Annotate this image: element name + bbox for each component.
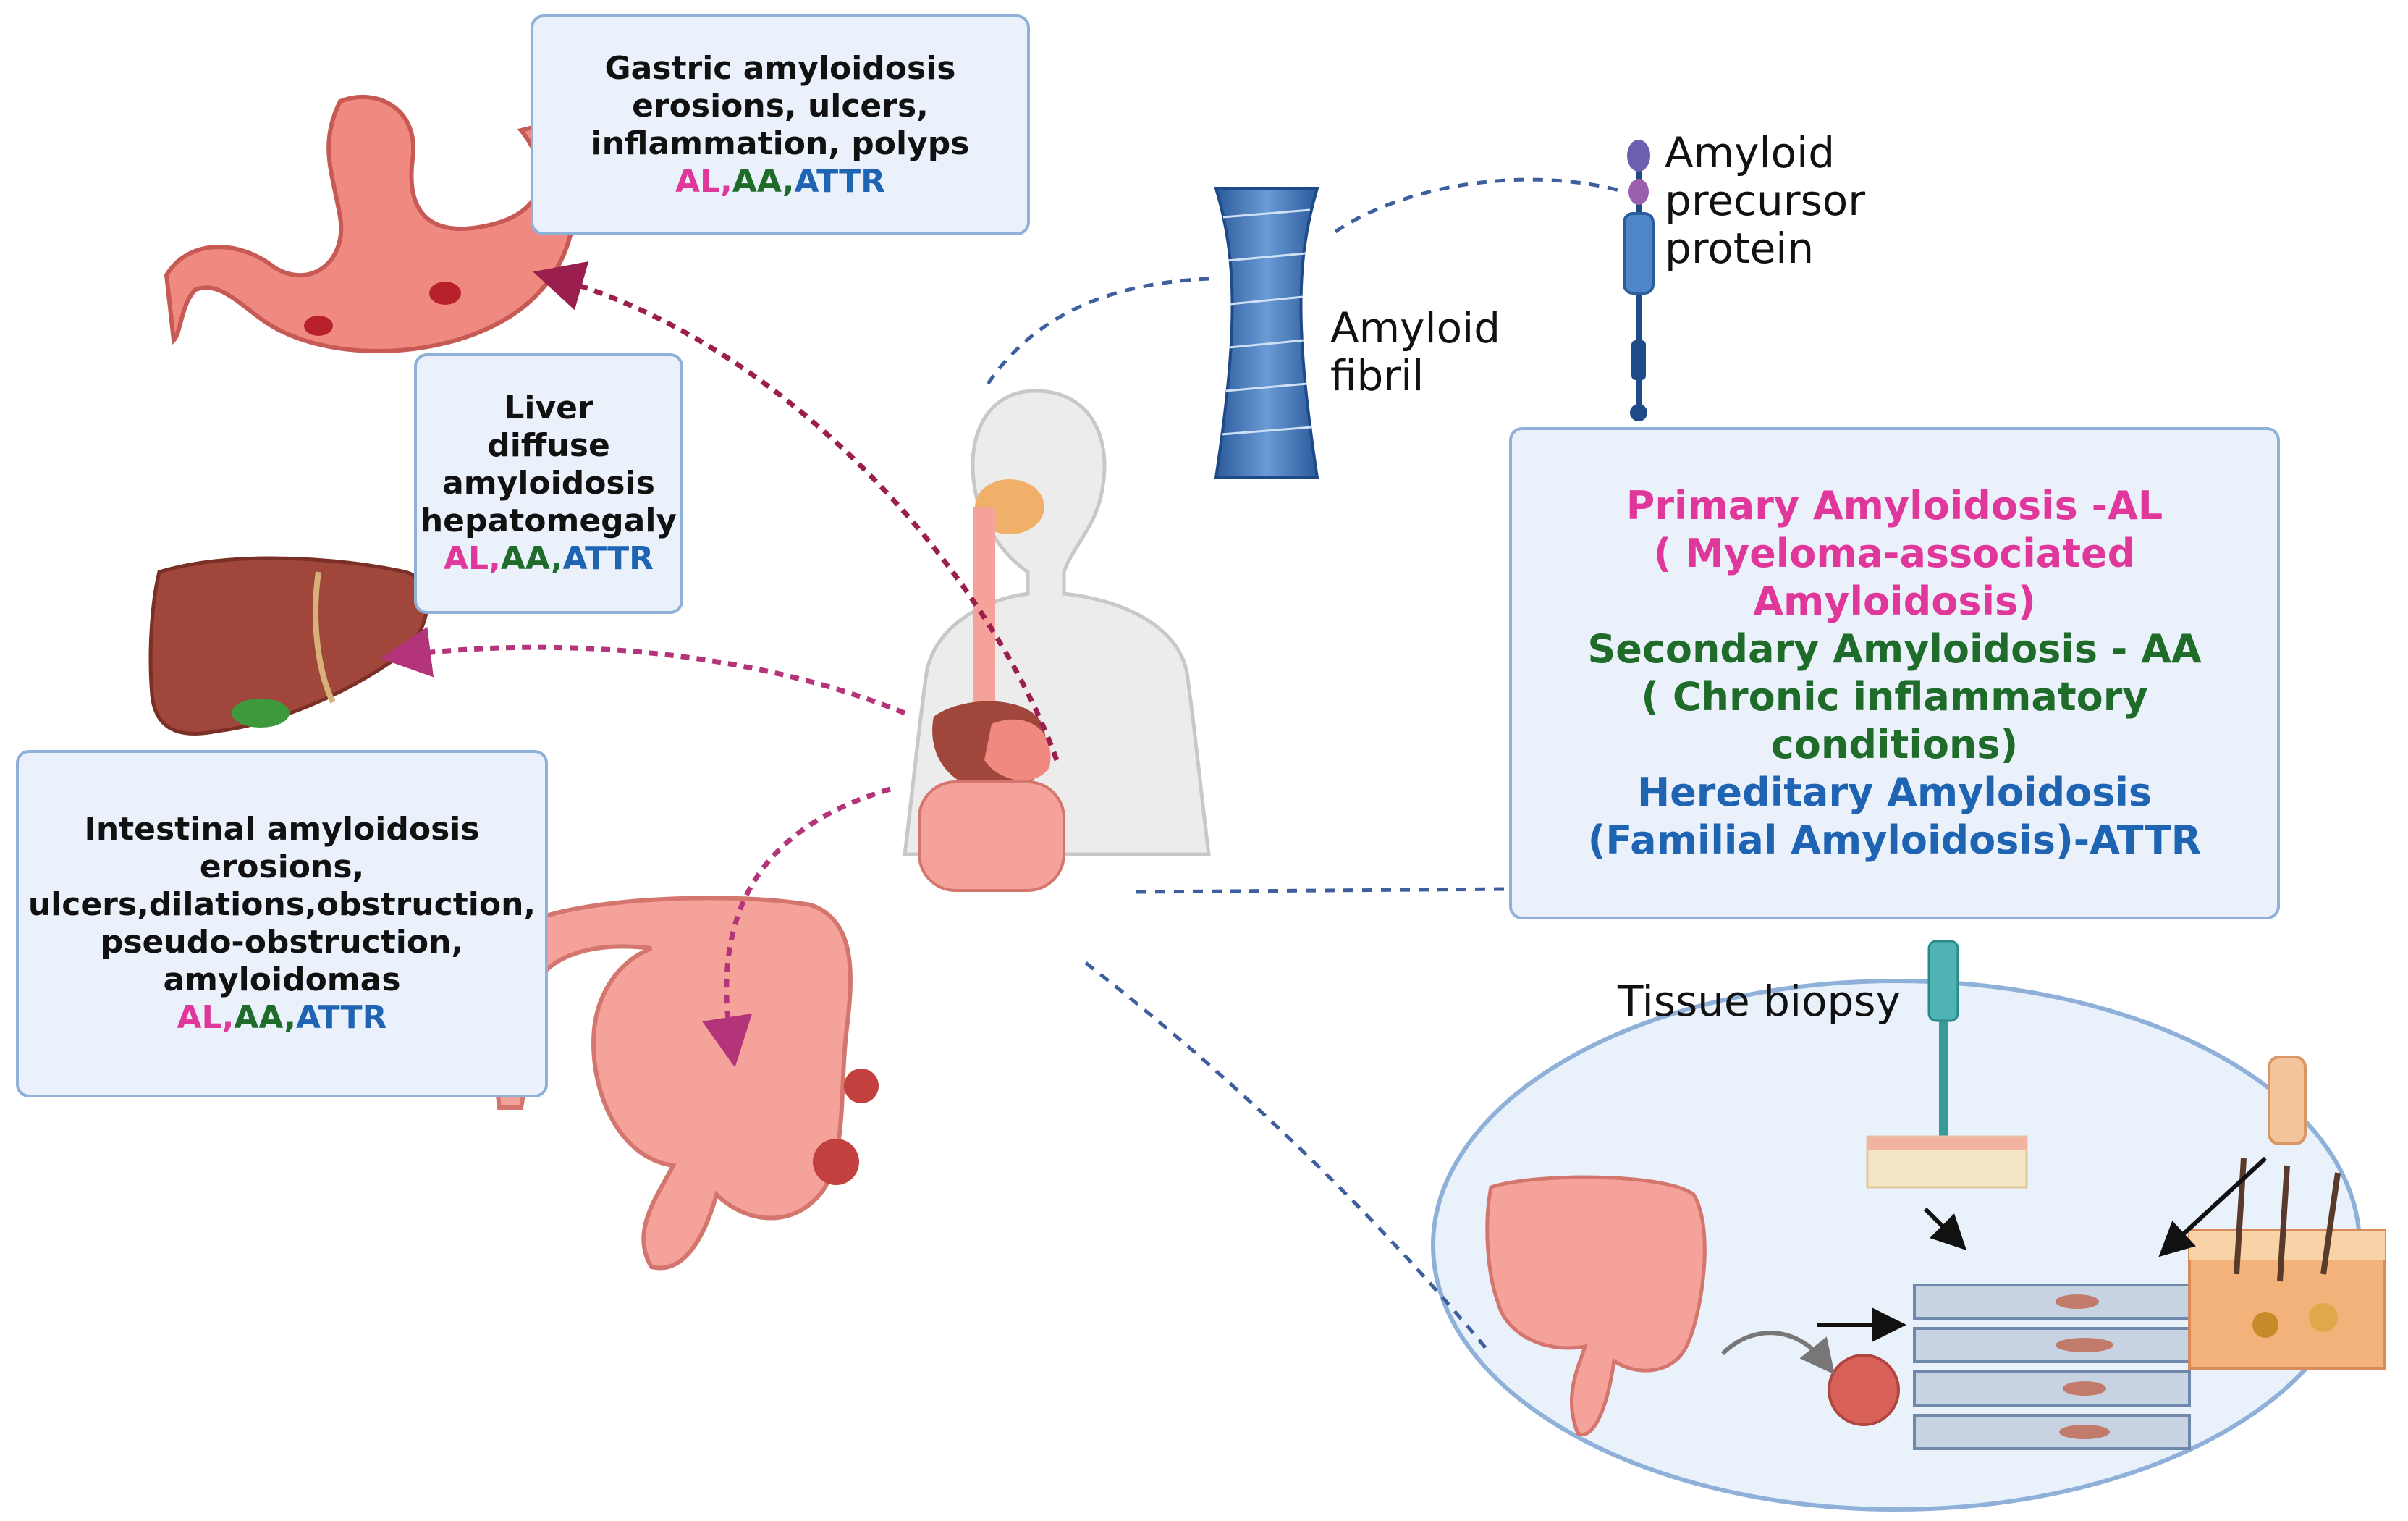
liver-type-attr: ATTR [562, 540, 654, 577]
liver-amyloidosis-box: Liver diffuse amyloidosis hepatomegaly A… [414, 353, 683, 614]
intestine-illustration [490, 896, 879, 1271]
liver-line-1: Liver [504, 389, 593, 426]
gastric-amyloidosis-box: Gastric amyloidosis erosions, ulcers, in… [531, 14, 1030, 235]
intestinal-types: AL,AA,ATTR [177, 999, 386, 1037]
tissue-biopsy-label: Tissue biopsy [1618, 977, 1901, 1026]
stomach-mini-icon [984, 719, 1051, 781]
gastric-line-2: erosions, ulcers, [632, 87, 929, 125]
biopsy-needle-icon [1866, 940, 2028, 1189]
esophagus-icon [973, 507, 995, 709]
hereditary-line-2: (Familial Amyloidosis)-ATTR [1587, 817, 2202, 863]
tissue-sample-icon [1828, 1354, 1900, 1426]
liver-line-4: hepatomegaly [420, 502, 677, 539]
connector-lines [986, 177, 1626, 1352]
skin-biopsy-core-icon [2268, 1056, 2307, 1145]
intestinal-type-attr: ATTR [295, 999, 387, 1036]
intestinal-amyloidosis-box: Intestinal amyloidosis erosions, ulcers,… [16, 750, 548, 1097]
organ-arrows [380, 261, 1060, 1068]
liver-types: AL,AA,ATTR [444, 540, 654, 578]
intestinal-type-aa: AA, [234, 999, 296, 1036]
precursor-protein-icon [1623, 140, 1655, 421]
hereditary-line-1: Hereditary Amyloidosis [1636, 770, 2153, 815]
secondary-line-2: ( Chronic inflammatory [1641, 674, 2148, 720]
slides-stack-icon [1913, 1284, 2191, 1450]
precursor-label-line-2: precursor [1665, 176, 1866, 225]
amyloid-fibril-label: Amyloid fibril [1330, 304, 1500, 400]
precursor-label-line-3: protein [1665, 224, 1815, 273]
liver-line-2: diffuse [487, 427, 610, 464]
intestinal-type-al: AL, [177, 999, 235, 1036]
secondary-line-3: conditions) [1770, 722, 2019, 767]
gastric-type-aa: AA, [732, 162, 795, 200]
primary-line-3: Amyloidosis) [1753, 578, 2036, 624]
gastric-type-attr: ATTR [794, 162, 885, 200]
human-body-illustration [903, 389, 1211, 892]
liver-type-aa: AA, [500, 540, 563, 577]
skin-section-icon [2188, 1158, 2386, 1370]
intestine-mini-icon [918, 780, 1065, 892]
biopsy-arrows [1720, 1156, 2268, 1375]
intestinal-line-4: pseudo-obstruction, [100, 924, 464, 961]
gastric-line-1: Gastric amyloidosis [604, 49, 956, 87]
fibril-label-line-1: Amyloid [1330, 303, 1501, 353]
amyloid-fibril-icon [1214, 187, 1319, 479]
secondary-line-1: Secondary Amyloidosis - AA [1587, 626, 2202, 672]
classification-box: Primary Amyloidosis -AL ( Myeloma-associ… [1509, 427, 2280, 919]
liver-line-3: amyloidosis [442, 465, 655, 502]
precursor-label-line-1: Amyloid [1665, 128, 1835, 177]
intestinal-line-1: Intestinal amyloidosis [84, 811, 480, 848]
stomach-illustration [164, 94, 577, 353]
gastric-line-3: inflammation, polyps [591, 125, 970, 162]
intestinal-line-2: erosions, [199, 848, 365, 885]
primary-line-1: Primary Amyloidosis -AL [1626, 483, 2163, 528]
precursor-protein-label: Amyloid precursor protein [1665, 129, 1865, 272]
intestinal-line-3: ulcers,dilations,obstruction, [28, 886, 536, 923]
primary-line-2: ( Myeloma-associated [1653, 531, 2136, 576]
fibril-label-line-2: fibril [1330, 351, 1424, 400]
gastric-type-al: AL, [675, 162, 732, 200]
biopsy-intestine-icon [1485, 1175, 1707, 1436]
liver-type-al: AL, [443, 540, 501, 577]
gastric-types: AL,AA,ATTR [675, 163, 885, 201]
liver-illustration [148, 556, 429, 736]
intestinal-line-5: amyloidomas [163, 961, 401, 998]
